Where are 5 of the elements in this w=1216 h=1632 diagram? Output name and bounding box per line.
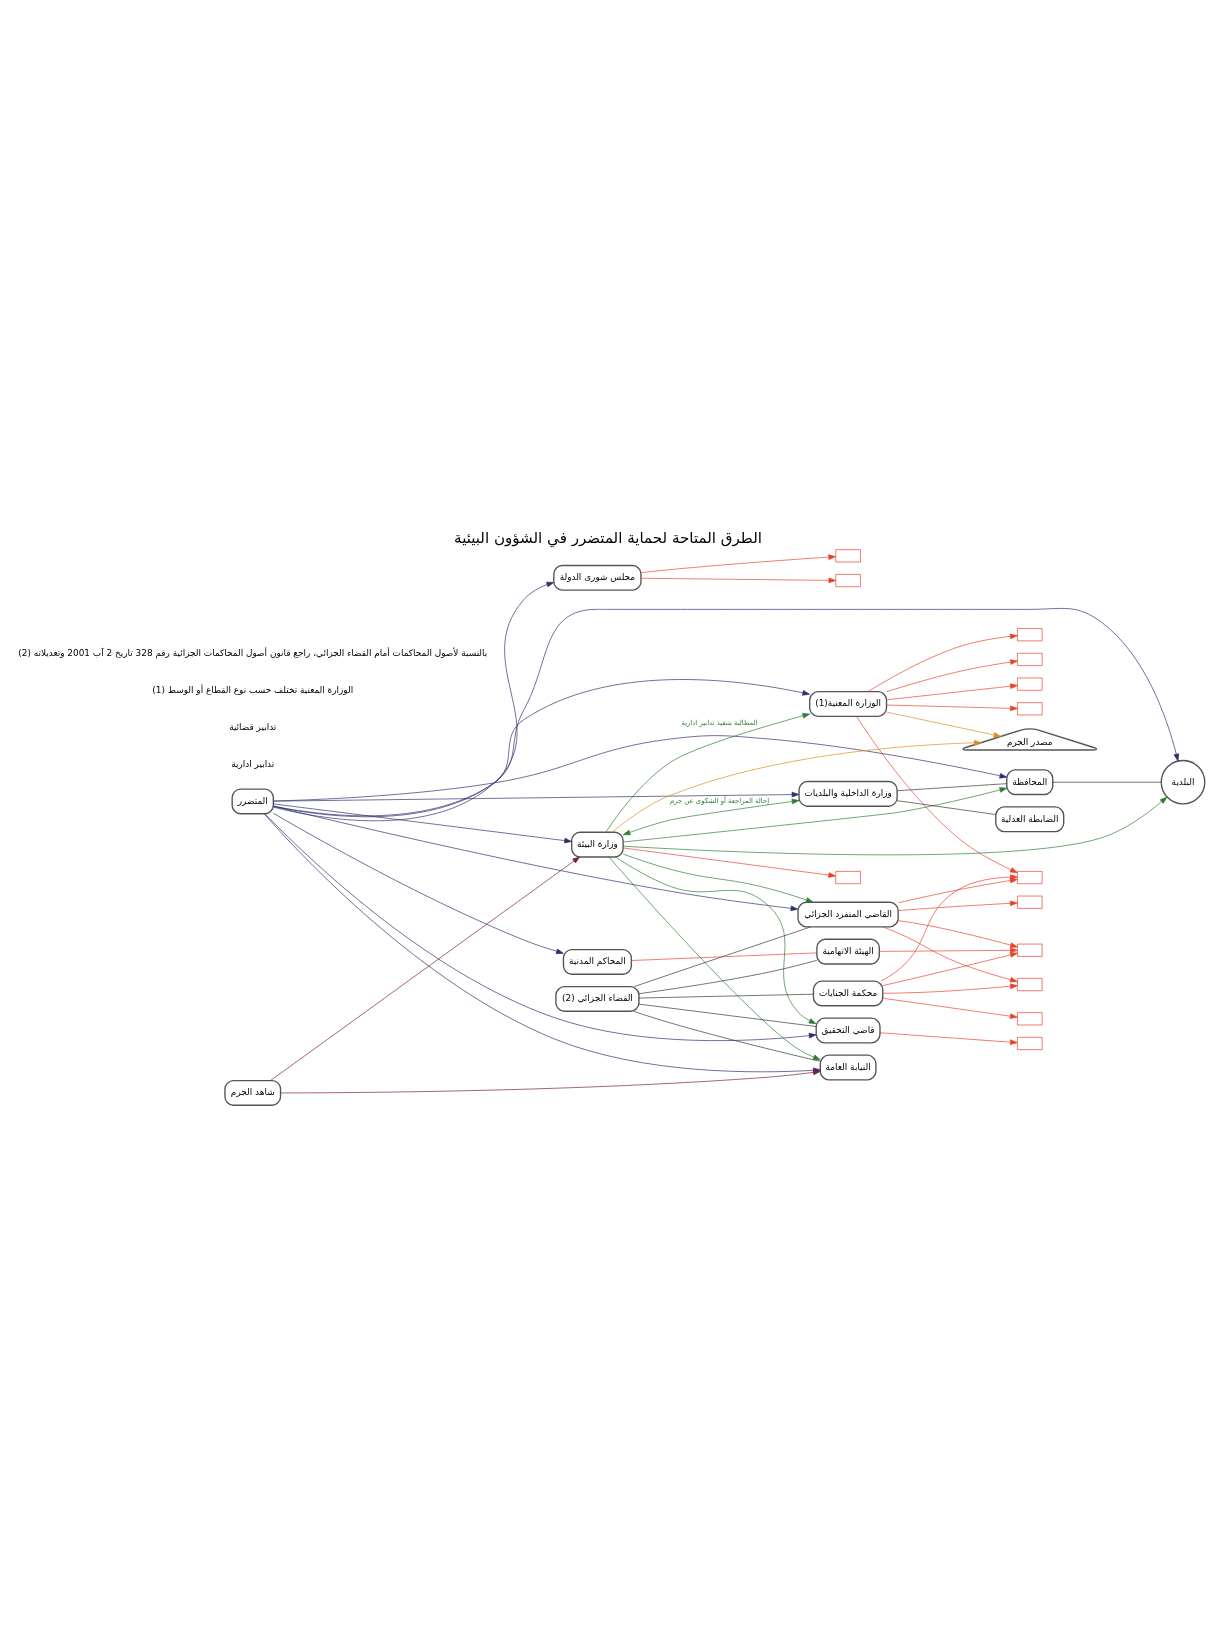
label: (1) الوزارة المعنية تختلف حسب نوع القطاع أو الوسط [152, 684, 354, 695]
label: تدابير ادارية [231, 758, 275, 769]
label: (2) بالنسبة لأصول المحاكمات أمام القضاء الجزائي، راجع قانون أصول المحاكمات الجزائية رقم 328 تاريخ 2 آب 2001 وتعديلاته [18, 647, 488, 658]
diagram-title: الطرق المتاحة لحماية المتضرر في الشؤون البيئية [454, 528, 762, 547]
label: تدابير قضائية [229, 721, 277, 732]
